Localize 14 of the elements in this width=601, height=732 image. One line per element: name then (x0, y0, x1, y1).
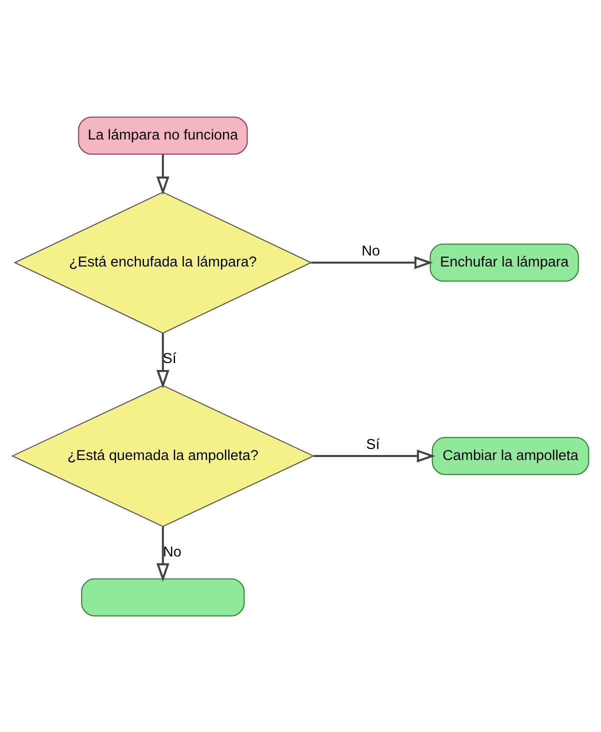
node-diamond: ¿Está quemada la ampolleta? (11, 384, 315, 526)
arrow (311, 256, 433, 269)
node-box: Enchufar la lámpara (430, 243, 579, 282)
node-box: La lámpara no funciona (78, 116, 248, 154)
node-diamond: ¿Está enchufada la lámpara? (14, 191, 312, 334)
arrow (156, 526, 170, 582)
edge-label: No (162, 544, 182, 560)
node-box (81, 578, 245, 616)
edge-label: No (362, 243, 380, 260)
arrow (156, 154, 170, 195)
node-box: Cambiar la ampolleta (432, 436, 590, 474)
arrow (156, 332, 170, 388)
arrow (314, 448, 436, 462)
edge-label: Sí (366, 436, 380, 452)
